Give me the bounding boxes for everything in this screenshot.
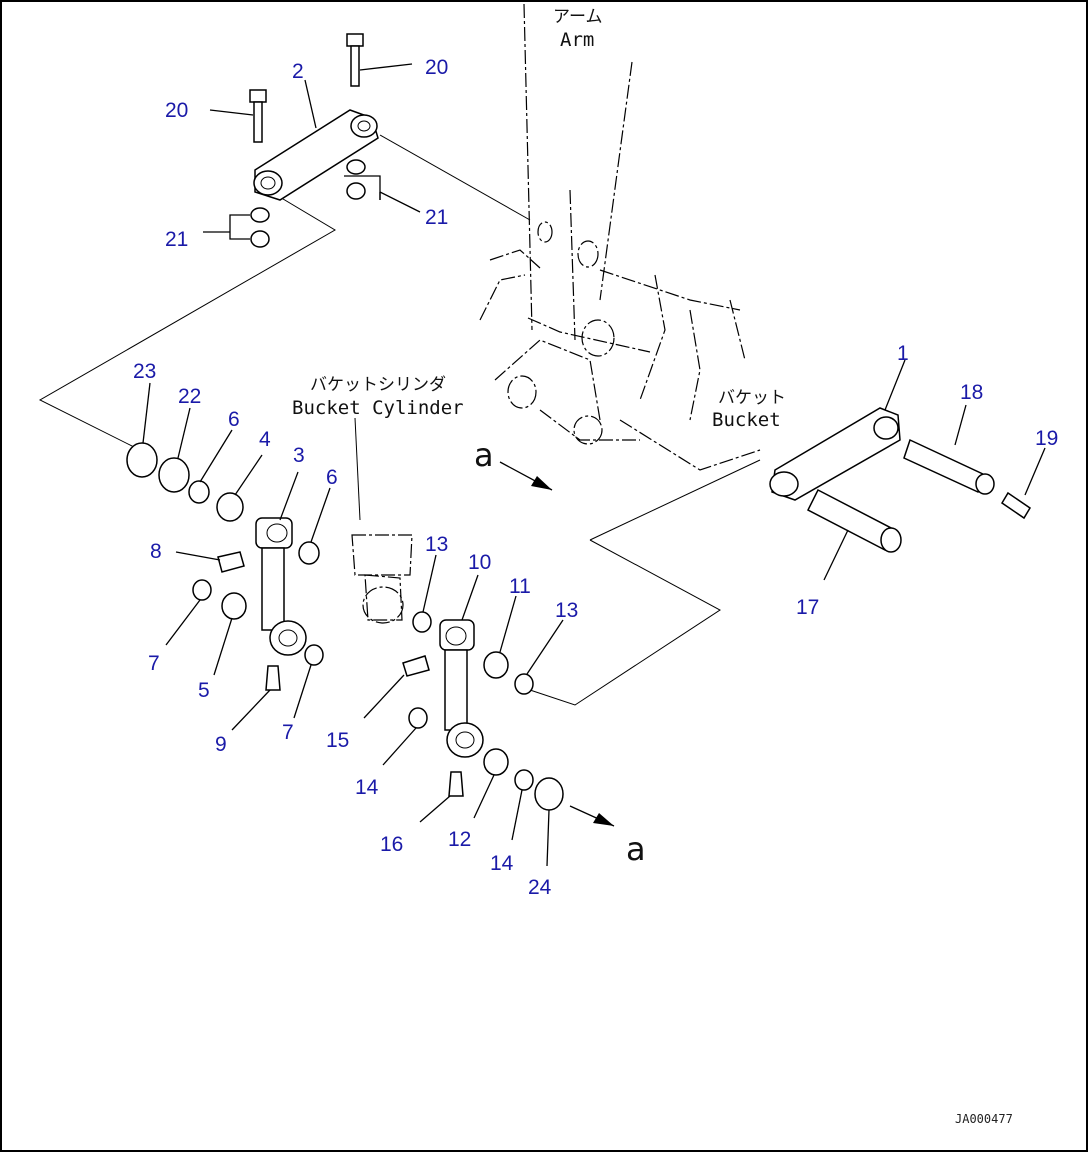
bolt-part-20-left <box>249 89 267 143</box>
seal-part-7-left <box>192 579 212 601</box>
callout-13-left: 13 <box>425 533 448 556</box>
link-part-1 <box>769 407 901 501</box>
seal-part-6-right <box>298 541 320 565</box>
drawing-code: JA000477 <box>955 1112 1013 1126</box>
seal-part-14-left <box>408 707 428 729</box>
bushing-part-11 <box>483 651 509 679</box>
bolt-part-20-right <box>346 33 364 87</box>
seal-part-6-left <box>188 480 210 504</box>
arm-label-en: Arm <box>560 29 594 51</box>
arrow-to-view-a-bottom <box>569 805 615 827</box>
callout-6-right: 6 <box>326 466 338 489</box>
seal-part-14-right <box>514 769 534 791</box>
callout-16: 16 <box>380 833 403 856</box>
callout-19: 19 <box>1035 427 1058 450</box>
callout-15: 15 <box>326 729 349 752</box>
bucket-cylinder-label-en: Bucket Cylinder <box>292 397 464 419</box>
nuts-part-21-right <box>346 159 366 200</box>
callout-6-left: 6 <box>228 408 240 431</box>
callout-1: 1 <box>897 342 909 365</box>
callout-8: 8 <box>150 540 162 563</box>
callout-22: 22 <box>178 385 201 408</box>
callout-9: 9 <box>215 733 227 756</box>
callout-leaders <box>142 63 1046 867</box>
callout-20-right: 20 <box>425 56 448 79</box>
callout-20-left: 20 <box>165 99 188 122</box>
callout-17: 17 <box>796 596 819 619</box>
callout-11: 11 <box>509 575 531 598</box>
callout-5: 5 <box>198 679 210 702</box>
assembly-leaders <box>38 134 761 706</box>
callout-7-right: 7 <box>282 721 294 744</box>
callout-21-right: 21 <box>425 206 448 229</box>
callout-13-right: 13 <box>555 599 578 622</box>
pin-part-18 <box>903 438 995 495</box>
callout-10: 10 <box>468 551 491 574</box>
bushing-part-12 <box>483 748 509 776</box>
link-part-10 <box>439 619 484 758</box>
callout-14-right: 14 <box>490 852 514 875</box>
callout-4: 4 <box>259 428 271 451</box>
pin-part-17 <box>806 488 902 553</box>
bucket-cylinder-rod-end <box>351 534 413 624</box>
link-part-3 <box>255 517 307 656</box>
grease-fitting-part-15 <box>402 655 430 677</box>
callout-24: 24 <box>528 876 552 899</box>
shim-part-24 <box>534 777 564 811</box>
grease-fitting-part-19 <box>1000 491 1032 520</box>
callout-21-left: 21 <box>165 228 188 251</box>
callout-12: 12 <box>448 828 471 851</box>
callout-23: 23 <box>133 360 156 383</box>
arrow-to-view-a-top <box>499 461 553 491</box>
bucket-label-jp: バケット <box>718 388 786 408</box>
arm-outline <box>479 3 761 471</box>
bucket-cylinder-label-jp: バケットシリンダ <box>310 375 446 395</box>
view-a-label-top: a <box>474 436 494 474</box>
bushing-part-4 <box>216 492 244 522</box>
bushing-part-5 <box>221 592 247 620</box>
nuts-part-21-left <box>250 207 270 248</box>
shim-part-22 <box>158 457 190 493</box>
callout-3: 3 <box>293 444 305 467</box>
seal-part-7-right <box>304 644 324 666</box>
link-part-2 <box>253 109 379 201</box>
callout-18: 18 <box>960 381 983 404</box>
callout-2: 2 <box>292 60 304 83</box>
grease-fitting-part-9 <box>265 665 281 691</box>
grease-fitting-part-16 <box>448 771 464 797</box>
arm-label-jp: アーム <box>553 7 602 27</box>
view-a-label-bottom: a <box>626 830 646 868</box>
grease-fitting-part-8 <box>217 551 245 573</box>
seal-part-13-right <box>514 673 534 695</box>
washer-part-23 <box>126 442 158 478</box>
bucket-label-en: Bucket <box>712 409 781 431</box>
seal-part-13-left <box>412 611 432 633</box>
callout-14-left: 14 <box>355 776 379 799</box>
callout-7-left: 7 <box>148 652 160 675</box>
